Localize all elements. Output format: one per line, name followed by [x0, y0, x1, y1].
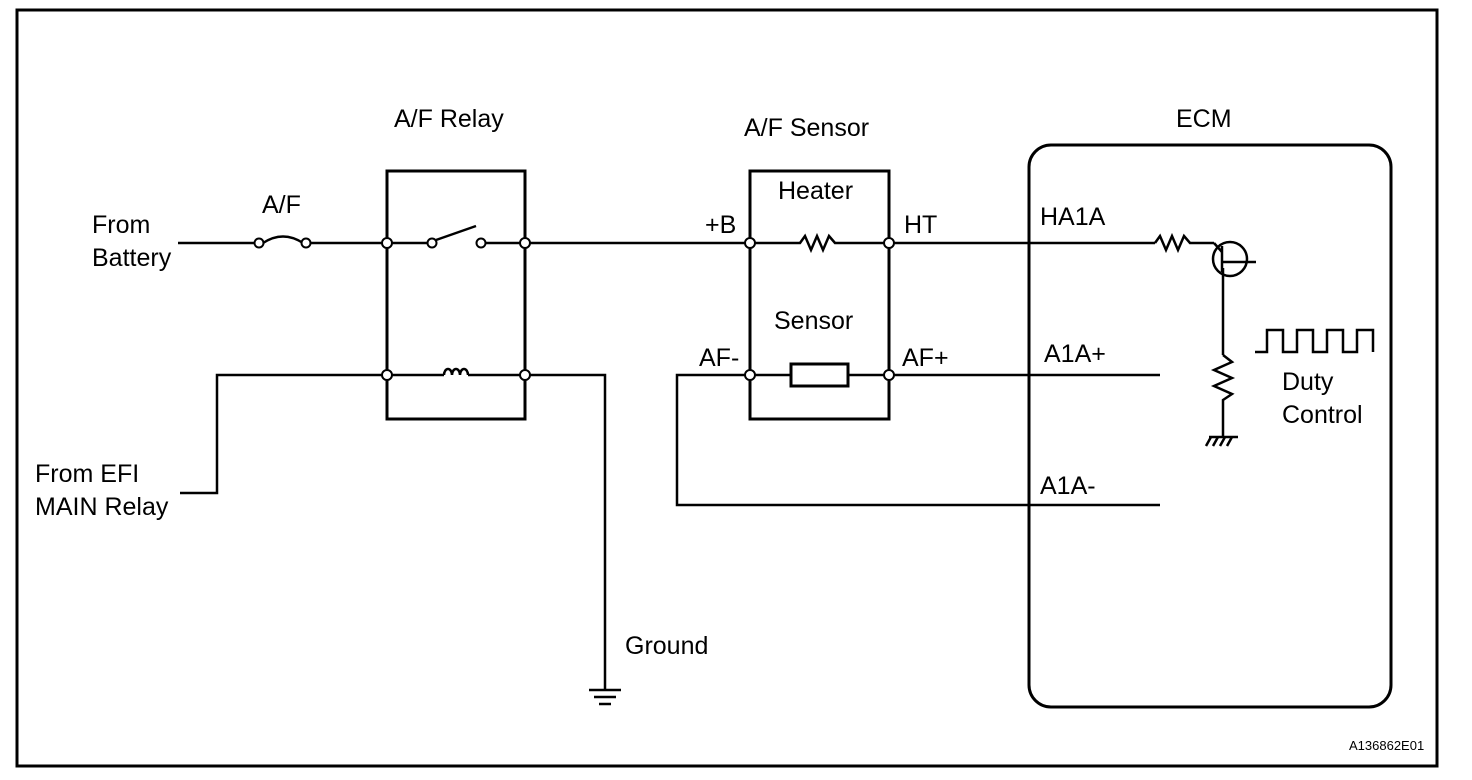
ground-icon: [589, 688, 621, 706]
sensor-title: A/F Sensor: [744, 114, 869, 142]
ecm-title: ECM: [1176, 105, 1232, 133]
duty-control-label-line1: Duty: [1282, 368, 1334, 396]
relay-box: [385, 169, 527, 421]
pin-af-plus-label: AF+: [902, 344, 949, 372]
af-minus-wire: [675, 373, 1160, 507]
pin-a1a-minus-label: A1A-: [1040, 472, 1096, 500]
from-battery-label-line2: Battery: [92, 244, 172, 272]
ground-label: Ground: [625, 632, 708, 660]
from-efi-label-line2: MAIN Relay: [35, 493, 169, 521]
duty-waveform-icon: [1255, 328, 1375, 354]
diagram-frame: [15, 8, 1439, 768]
sensor-label: Sensor: [774, 307, 853, 335]
ecm-pull-resistor-icon: [1210, 354, 1236, 437]
transistor-icon: [1211, 240, 1256, 355]
pin-ht-label: HT: [904, 211, 937, 239]
efi-wire: [180, 373, 382, 495]
pin-ha1a-label: HA1A: [1040, 203, 1106, 231]
heater-resistor-icon: [750, 232, 889, 254]
duty-control-label-line2: Control: [1282, 401, 1363, 429]
ecm-ground-icon: [1204, 435, 1238, 447]
sensor-element-icon: [750, 362, 889, 388]
relay-title: A/F Relay: [394, 105, 504, 133]
ground-wire: [530, 373, 607, 690]
ecm-box: [1027, 143, 1393, 709]
pin-plus-b-label: +B: [705, 211, 736, 239]
ecm-resistor-icon: [1153, 232, 1214, 254]
relay-coil-icon: [387, 367, 525, 377]
pin-a1a-plus-label: A1A+: [1044, 340, 1106, 368]
from-efi-label-line1: From EFI: [35, 460, 139, 488]
battery-wire: [178, 235, 383, 249]
pin-af-minus-label: AF-: [699, 344, 739, 372]
sensor-box: [748, 169, 891, 421]
fuse-label: A/F: [262, 191, 301, 219]
from-battery-label-line1: From: [92, 211, 150, 239]
relay-switch-icon: [387, 224, 525, 249]
heater-label: Heater: [778, 177, 853, 205]
figure-id: A136862E01: [1349, 738, 1424, 753]
